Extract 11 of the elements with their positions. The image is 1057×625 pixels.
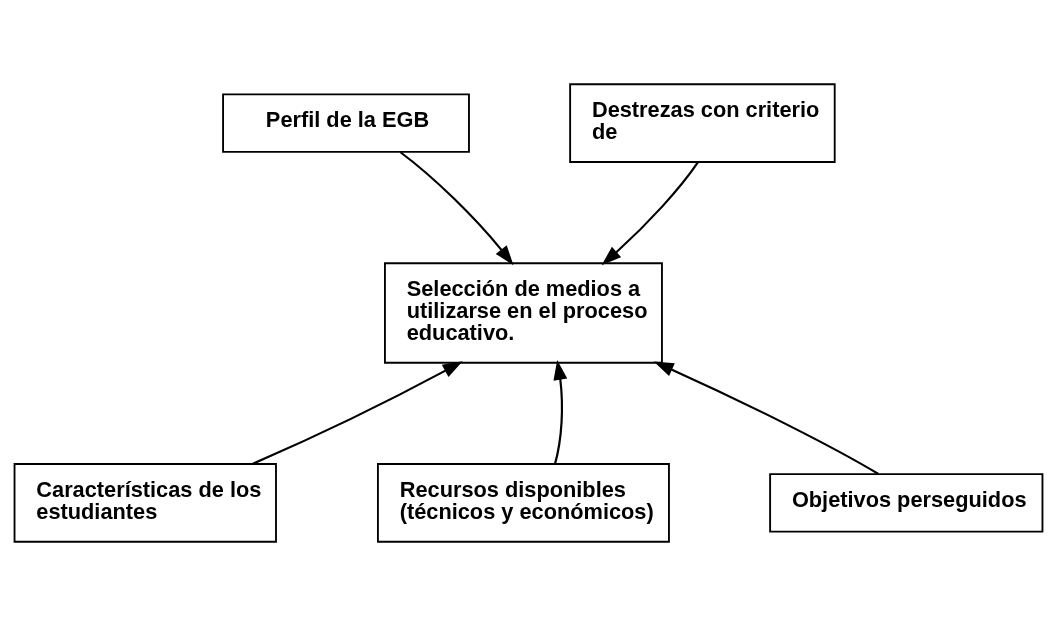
node-box: Recursos disponibles (técnicos y económicos) <box>377 462 670 543</box>
arrow <box>653 361 880 475</box>
node-box: Características de los estudiantes <box>13 462 277 543</box>
node-box: Selección de medios a utilizarse en el proceso educativo. <box>384 261 663 364</box>
node-box: Destrezas con criterio de <box>569 82 836 163</box>
node-box: Perfil de la EGB <box>222 92 470 153</box>
arrow <box>553 359 568 464</box>
node-box: Objetivos perseguidos <box>769 472 1044 533</box>
arrow <box>399 150 514 265</box>
arrow <box>601 161 699 265</box>
arrow <box>252 360 463 465</box>
